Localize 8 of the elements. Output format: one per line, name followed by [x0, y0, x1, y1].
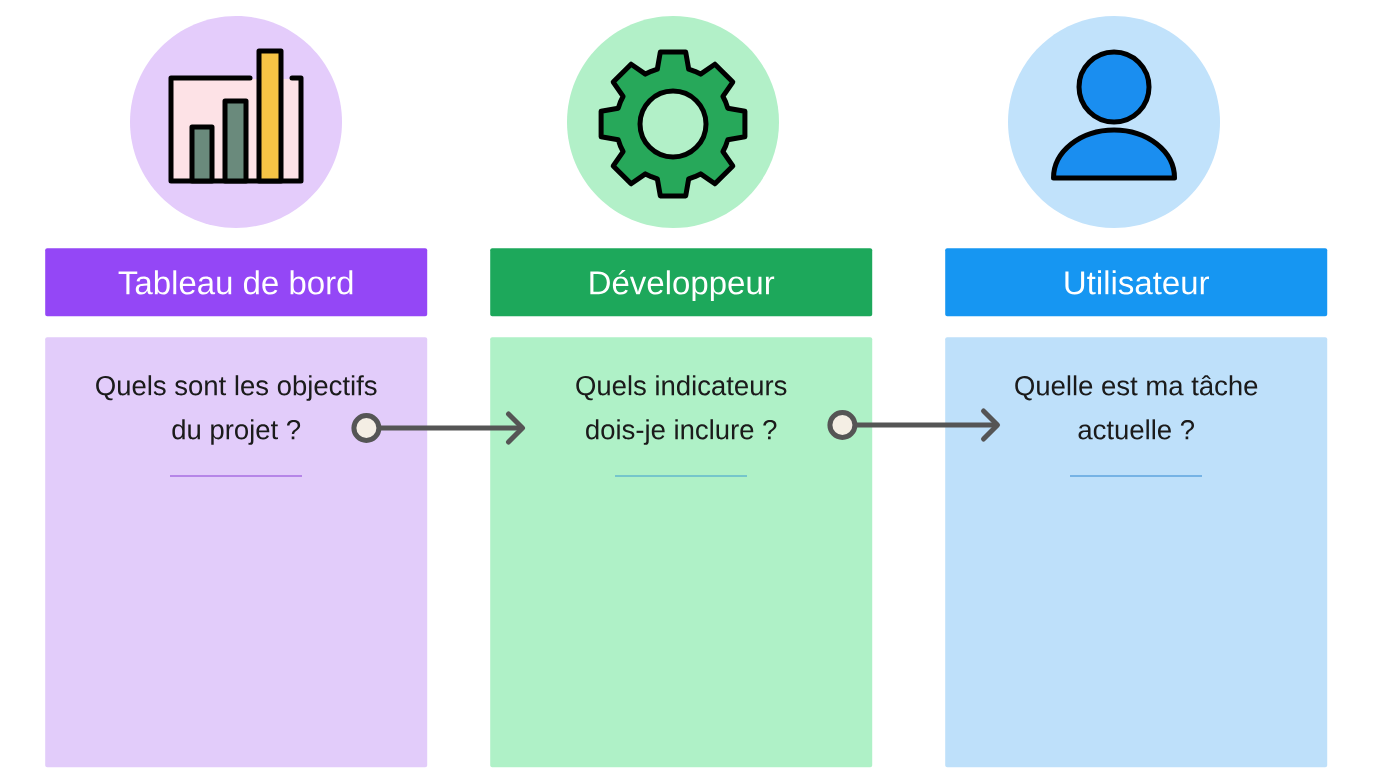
question-panel: Quels sont les objectifs du projet ? — [45, 337, 428, 768]
header-bar: Développeur — [490, 248, 873, 317]
header-bar: Utilisateur — [945, 248, 1328, 317]
arrow — [827, 408, 1000, 442]
question-panel: Quelle est ma tâche actuelle ? — [945, 337, 1328, 768]
arrow — [351, 411, 525, 445]
header-bar: Tableau de bord — [45, 248, 428, 317]
question-panel: Quels indicateurs dois-je inclure ? — [490, 337, 873, 768]
